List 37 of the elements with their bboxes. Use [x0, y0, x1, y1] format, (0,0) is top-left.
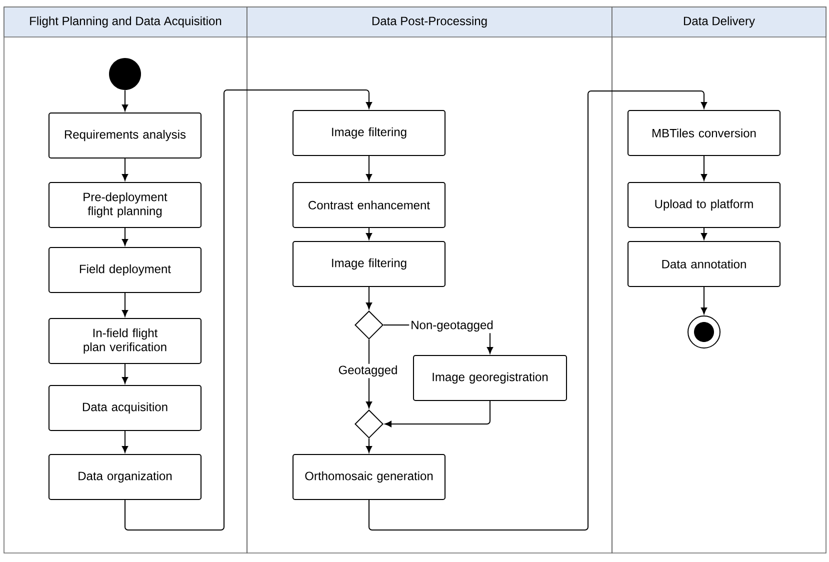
decision-diamond	[354, 310, 384, 340]
arrow	[368, 90, 708, 530]
process-box: Image filtering	[292, 110, 446, 156]
arrow	[366, 286, 372, 310]
process-box: Data acquisition	[48, 385, 202, 431]
arrow	[122, 90, 128, 112]
arrow	[700, 228, 708, 240]
arrow	[700, 156, 708, 181]
process-box: In-field flight plan verification	[48, 318, 202, 364]
arrow	[122, 430, 128, 453]
process-box: Upload to platform	[628, 182, 781, 228]
process-box: Contrast enhancement	[292, 182, 446, 228]
process-box: Image georegistration	[413, 355, 567, 401]
process-box: MBTiles conversion	[628, 110, 781, 156]
process-box: Image filtering	[292, 241, 446, 287]
arrow	[122, 158, 128, 181]
arrow	[384, 400, 490, 428]
process-box: Field deployment	[48, 247, 202, 293]
arrow	[122, 228, 128, 246]
process-box: Data organization	[48, 454, 202, 500]
arrow	[122, 364, 128, 384]
end-circle	[688, 316, 720, 348]
arrow	[366, 228, 372, 240]
arrow	[366, 438, 372, 453]
process-box: Orthomosaic generation	[292, 454, 446, 500]
arrow	[122, 292, 128, 317]
process-box: Pre-deployment flight planning	[48, 182, 202, 228]
process-box: Requirements analysis	[48, 112, 202, 158]
edge-label: Non-geotagged	[409, 318, 495, 334]
arrow	[366, 156, 372, 181]
arrow	[700, 286, 708, 314]
process-box: Data annotation	[628, 241, 781, 287]
edge-label: Geotagged	[336, 364, 400, 378]
arrow	[366, 339, 372, 408]
arrow	[124, 90, 372, 530]
decision-diamond	[354, 410, 384, 438]
start-circle	[109, 58, 141, 90]
